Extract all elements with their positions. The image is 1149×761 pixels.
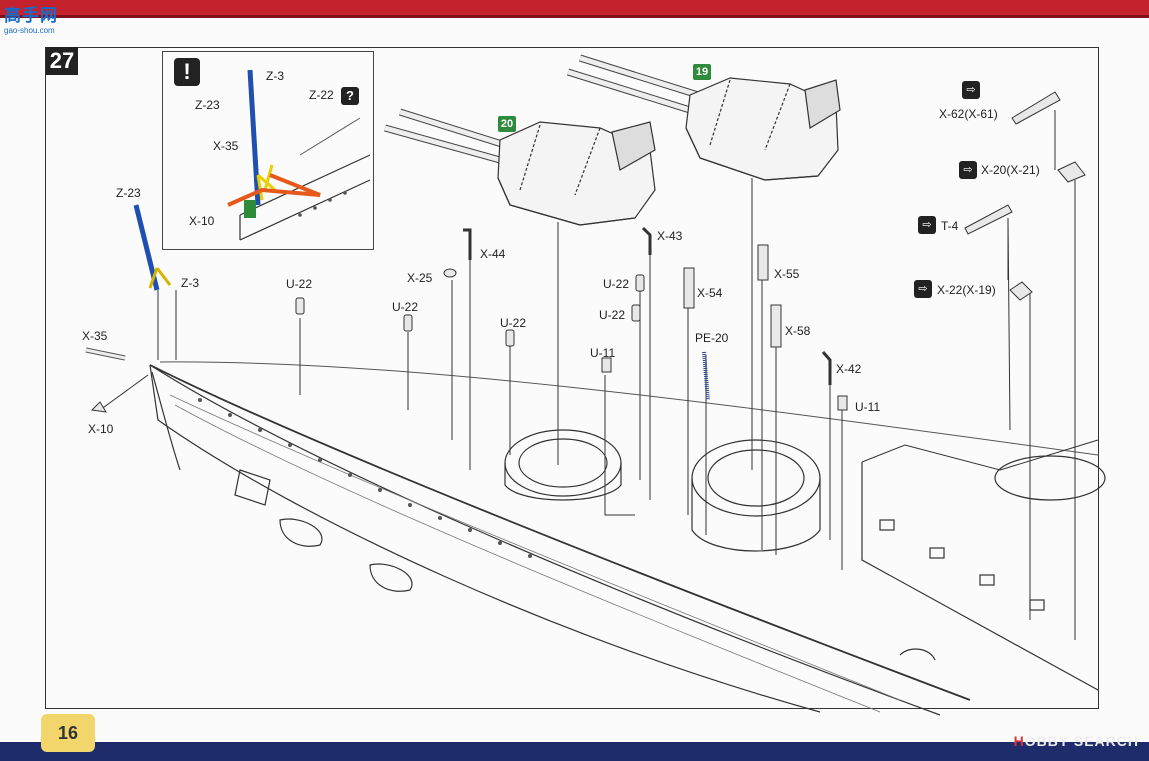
label-u11-b: U-11 [855, 400, 881, 414]
part-x10 [90, 401, 107, 413]
inset-label-x35: X-35 [213, 139, 239, 153]
front-barbette [504, 429, 622, 501]
hull-side-line [149, 364, 941, 716]
part-u22-c [505, 329, 515, 347]
detail-inset [162, 51, 374, 250]
remove-icon: ⇨ [918, 216, 936, 234]
watermark-url: gao-shou.com [4, 26, 55, 35]
label-u22-c: U-22 [500, 316, 527, 330]
label-u22-e: U-22 [599, 308, 626, 322]
label-u22-d: U-22 [603, 277, 630, 291]
part-u11-b [837, 395, 848, 411]
part-x42 [821, 351, 832, 385]
turret-rear [566, 54, 841, 181]
part-x22 [1009, 281, 1033, 301]
part-x43 [641, 226, 652, 255]
label-x20: X-20(X-21) [981, 163, 1040, 177]
page-number: 16 [41, 714, 95, 752]
part-x55 [757, 244, 769, 281]
part-t4 [964, 204, 1013, 235]
label-x22: X-22(X-19) [937, 283, 996, 297]
watermark-text: 高手网 [4, 6, 58, 26]
help-icon: ? [341, 87, 359, 105]
inset-label-x10: X-10 [189, 214, 215, 228]
superstructure-outline [861, 462, 1099, 691]
label-x44: X-44 [480, 247, 506, 261]
part-x20 [1057, 161, 1086, 183]
label-pe20: PE-20 [695, 331, 729, 345]
label-x54: X-54 [697, 286, 723, 300]
inset-label-z3: Z-3 [266, 69, 284, 83]
instruction-frame [45, 47, 1099, 709]
hobby-search-watermark: HOBBY SEARCH [1014, 733, 1139, 749]
turret-badge-front: 20 [498, 116, 516, 132]
label-x43: X-43 [657, 229, 683, 243]
part-x44 [463, 228, 472, 260]
label-x58: X-58 [785, 324, 811, 338]
label-u22-a: U-22 [286, 277, 313, 291]
watermark-brand: OBBY SEARCH [1024, 733, 1139, 749]
label-u22-b: U-22 [392, 300, 419, 314]
label-x10: X-10 [88, 422, 114, 436]
rear-barbette [691, 439, 821, 552]
part-u22-d [635, 274, 645, 292]
part-u11-a [601, 357, 612, 373]
part-x25 [443, 268, 457, 278]
part-u22-a [295, 297, 305, 315]
label-x25: X-25 [407, 271, 433, 285]
turret-front [384, 108, 656, 226]
caution-icon: ! [174, 58, 200, 86]
label-x55: X-55 [774, 267, 800, 281]
header-bar [0, 0, 1149, 18]
label-x62: X-62(X-61) [939, 107, 998, 121]
part-x58 [770, 304, 782, 348]
remove-icon: ⇨ [962, 81, 980, 99]
part-x54 [683, 267, 695, 309]
part-pe20 [702, 351, 710, 401]
remove-icon: ⇨ [914, 280, 932, 298]
label-z23: Z-23 [116, 186, 141, 200]
part-x62 [1011, 91, 1061, 125]
footer-bar [0, 742, 1149, 761]
label-x42: X-42 [836, 362, 862, 376]
step-number: 27 [46, 47, 78, 75]
site-watermark: 高手网 gao-shou.com [4, 6, 82, 38]
label-u11-a: U-11 [590, 346, 616, 360]
inset-label-z23: Z-23 [195, 98, 220, 112]
bow-stem [151, 371, 181, 471]
deck-rail [159, 361, 1099, 456]
remove-icon: ⇨ [959, 161, 977, 179]
inset-label-z22: Z-22 [309, 88, 334, 102]
label-z3: Z-3 [181, 276, 199, 290]
inset-drawing [227, 69, 371, 241]
label-t4: T-4 [941, 219, 959, 233]
part-u22-e [631, 304, 641, 322]
hull-lower-line [149, 364, 821, 713]
turret-badge-rear: 19 [693, 64, 711, 80]
hull-deck-edge [149, 364, 971, 701]
watermark-prefix: H [1013, 733, 1025, 749]
label-x35: X-35 [82, 329, 108, 343]
part-u22-b [403, 314, 413, 332]
part-z3-main [148, 267, 172, 289]
